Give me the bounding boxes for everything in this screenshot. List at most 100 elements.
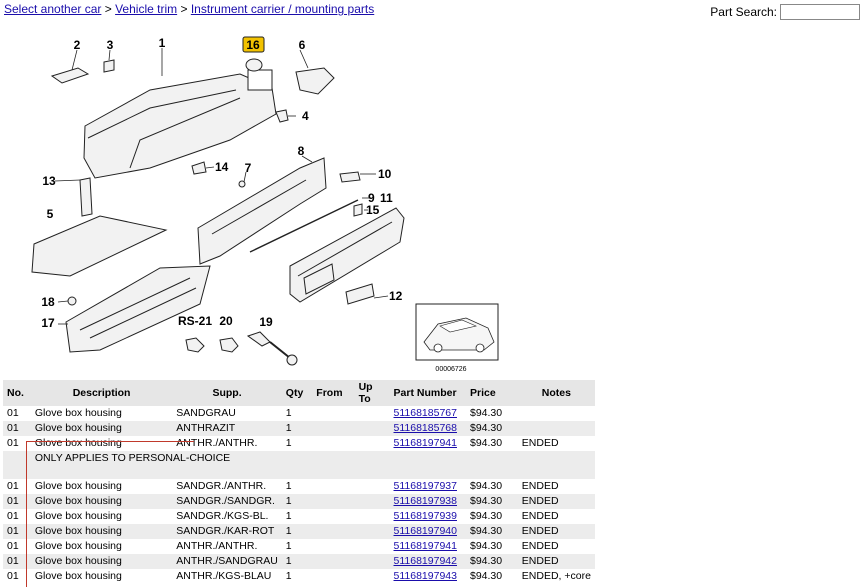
part-rs21-screw[interactable] <box>185 337 205 353</box>
part-5-mat[interactable] <box>31 215 168 277</box>
part-number-link[interactable]: 51168197937 <box>393 480 457 492</box>
cell-price: $94.30 <box>469 407 503 419</box>
part-number-link[interactable]: 51168197941 <box>393 540 457 552</box>
part-number-link[interactable]: 51168197942 <box>393 555 457 567</box>
table-row: 01 Glove box housing ANTHRAZIT 1 5116818… <box>3 421 595 436</box>
part-number-link[interactable]: 51168197938 <box>393 495 457 507</box>
label-6[interactable]: 6 <box>299 38 306 52</box>
cell-no: 01 <box>3 554 31 569</box>
cell-description: Glove box housing <box>34 437 122 449</box>
cell-qty: 1 <box>281 524 313 539</box>
cell-notes <box>518 406 595 421</box>
label-8[interactable]: 8 <box>298 144 305 158</box>
cell-from <box>312 554 355 569</box>
table-row: 01 Glove box housing ANTHR./KGS-BLAU 1 5… <box>3 569 595 584</box>
part-number-link[interactable]: 51168197941 <box>393 437 457 449</box>
part-number-link[interactable]: 51168197940 <box>393 525 457 537</box>
part-number-link[interactable]: 51168185768 <box>393 422 457 434</box>
cell-no: 01 <box>7 540 19 552</box>
part-6-cover[interactable] <box>295 67 335 95</box>
part-3-clip[interactable] <box>103 59 115 73</box>
cell-up-to <box>354 524 390 539</box>
cell-from <box>312 494 355 509</box>
label-16-highlight[interactable] <box>242 36 265 53</box>
cell-qty: 1 <box>285 540 292 552</box>
cell-note: ONLY APPLIES TO PERSONAL-CHOICE <box>30 451 282 479</box>
parts-table: No. Description Supp. Qty From Up To Par… <box>3 380 595 584</box>
cell-notes: ENDED <box>521 437 559 449</box>
part-12-handle[interactable] <box>345 283 375 305</box>
part-number-link[interactable]: 51168197939 <box>393 510 457 522</box>
label-17[interactable]: 17 <box>41 316 55 330</box>
part-7-screw[interactable] <box>238 180 246 188</box>
label-4[interactable]: 4 <box>302 109 309 123</box>
part-8-inner-panel[interactable] <box>197 157 327 265</box>
breadcrumb-select-car[interactable]: Select another car <box>4 2 102 16</box>
part-13-hinge[interactable] <box>79 177 93 217</box>
cell-price: $94.30 <box>465 421 518 436</box>
cell-supp: ANTHRAZIT <box>172 421 282 436</box>
cell-description: Glove box housing <box>34 540 122 552</box>
table-header-row: No. Description Supp. Qty From Up To Par… <box>3 380 595 406</box>
part-number-link[interactable]: 51168197943 <box>393 570 457 582</box>
label-7[interactable]: 7 <box>245 161 252 175</box>
cell-supp: SANDGR./SANDGR. <box>172 494 282 509</box>
label-2[interactable]: 2 <box>74 38 81 52</box>
col-header-no: No. <box>3 380 31 406</box>
cell-up-to <box>354 421 390 436</box>
label-13[interactable]: 13 <box>42 174 56 188</box>
cell-notes: ENDED, +core <box>521 570 591 582</box>
label-20[interactable]: 20 <box>219 314 233 328</box>
label-19[interactable]: 19 <box>259 315 273 329</box>
part-search-input[interactable] <box>780 4 860 20</box>
cell-price: $94.30 <box>469 510 503 522</box>
part-10-damper[interactable] <box>339 171 361 183</box>
label-14[interactable]: 14 <box>215 160 229 174</box>
cell-no: 01 <box>7 480 19 492</box>
cell-up-to <box>355 569 390 584</box>
cell-no: 01 <box>3 524 31 539</box>
label-1[interactable]: 1 <box>159 36 166 50</box>
cell-description: Glove box housing <box>30 494 173 509</box>
label-rs21[interactable]: RS-21 <box>178 314 212 328</box>
part-19-key[interactable] <box>246 331 271 347</box>
cell-description: Glove box housing <box>34 407 122 419</box>
table-row: 01 Glove box housing ANTHR./ANTHR. 1 511… <box>3 539 595 554</box>
part-number-link[interactable]: 51168185767 <box>393 407 457 419</box>
cell-qty: 1 <box>285 437 292 449</box>
breadcrumb: Select another car > Vehicle trim > Inst… <box>4 2 374 16</box>
cell-notes: ENDED <box>517 494 595 509</box>
cell-up-to <box>355 406 390 421</box>
cell-from <box>312 479 354 494</box>
label-16[interactable]: 16 <box>246 38 260 52</box>
label-15[interactable]: 15 <box>366 203 380 217</box>
cell-qty: 1 <box>285 407 292 419</box>
col-header-up-to: Up To <box>354 380 390 406</box>
part-14-clip[interactable] <box>191 161 207 175</box>
label-11[interactable]: 11 <box>380 191 393 205</box>
part-4-screw[interactable] <box>275 109 289 123</box>
cell-up-to <box>355 479 390 494</box>
cell-description: Glove box housing <box>34 480 122 492</box>
label-9[interactable]: 9 <box>368 191 375 205</box>
label-3[interactable]: 3 <box>107 38 114 52</box>
part-1-housing[interactable] <box>83 73 277 179</box>
breadcrumb-instrument-carrier[interactable]: Instrument carrier / mounting parts <box>190 2 375 16</box>
part-2-latch[interactable] <box>50 67 90 84</box>
part-20-screw[interactable] <box>219 337 239 353</box>
label-10[interactable]: 10 <box>378 167 392 181</box>
table-row: 01 Glove box housing SANDGR./KAR-ROT 1 5… <box>3 524 595 539</box>
part-9-rod[interactable] <box>249 199 359 253</box>
cell-price: $94.30 <box>469 437 503 449</box>
part-16-buffer[interactable] <box>245 58 263 72</box>
part-15-clip[interactable] <box>353 203 363 217</box>
label-12[interactable]: 12 <box>389 289 403 303</box>
breadcrumb-vehicle-trim[interactable]: Vehicle trim <box>115 2 178 16</box>
cell-from <box>312 406 354 421</box>
table-row: 01 Glove box housing SANDGRAU 1 51168185… <box>3 406 595 421</box>
part-18-grommet[interactable] <box>67 296 77 306</box>
part-17-tray[interactable] <box>65 265 211 353</box>
col-header-notes: Notes <box>517 380 595 406</box>
label-5[interactable]: 5 <box>47 207 54 221</box>
label-18[interactable]: 18 <box>41 295 55 309</box>
